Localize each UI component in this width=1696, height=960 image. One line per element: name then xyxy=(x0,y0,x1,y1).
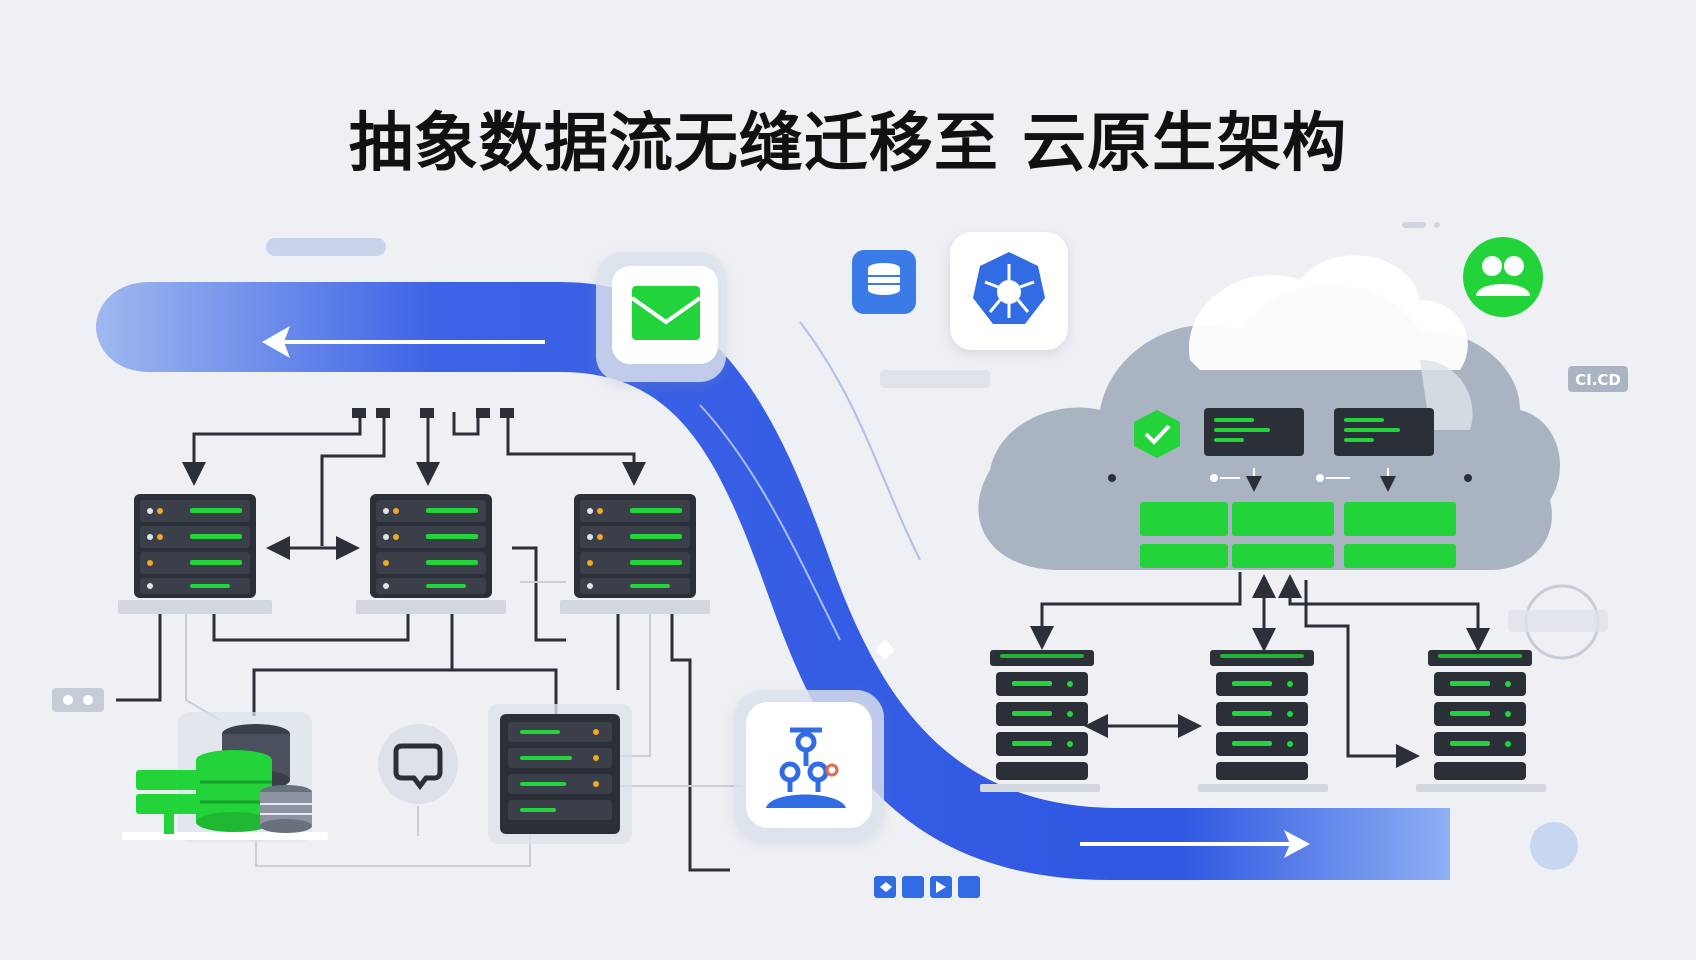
cicd-ring-decor xyxy=(1508,584,1608,660)
cloud-terminal-1 xyxy=(1204,408,1304,456)
database-cluster xyxy=(122,712,328,842)
mail-badge xyxy=(596,252,726,382)
cloud-green-cluster xyxy=(1140,502,1456,568)
top-ports xyxy=(352,408,514,418)
flow-arrow-left xyxy=(262,326,545,358)
network-node-badge xyxy=(734,690,884,840)
chat-badge xyxy=(378,724,458,836)
kubernetes-badge xyxy=(950,232,1068,350)
cloud-connectors xyxy=(1030,572,1490,768)
cloud-server-1 xyxy=(980,650,1100,792)
link-chip xyxy=(52,688,104,712)
legacy-server-3 xyxy=(560,494,710,614)
users-icon xyxy=(1476,256,1530,296)
database-badge xyxy=(852,250,916,314)
database-icon xyxy=(868,263,900,295)
database-green-large xyxy=(196,750,272,832)
decor-bar xyxy=(266,238,386,256)
page-title: 抽象数据流无缝迁移至 云原生架构 xyxy=(348,107,1348,181)
chat-icon xyxy=(393,743,443,791)
cloud-server-3 xyxy=(1416,650,1546,792)
database-green-small xyxy=(136,770,200,834)
media-controls xyxy=(874,876,980,898)
legacy-server-2 xyxy=(356,494,506,614)
flow-highlight xyxy=(799,321,921,561)
cloud-check-badge xyxy=(1134,410,1180,458)
data-flow-band xyxy=(96,282,1450,880)
cloud-server-2 xyxy=(1198,650,1328,792)
mail-icon xyxy=(630,286,702,340)
kubernetes-icon xyxy=(973,252,1045,324)
database-gray-small xyxy=(260,785,312,833)
legacy-server-stack xyxy=(488,704,632,844)
cloud-terminal-2 xyxy=(1334,408,1434,456)
cicd-badge-label: CI.CD xyxy=(1575,371,1621,389)
flow-arrow-right xyxy=(1080,830,1310,858)
decor-circle xyxy=(1530,822,1578,870)
users-badge xyxy=(1463,237,1543,317)
decor-bar xyxy=(880,370,990,388)
flow-marker xyxy=(875,640,895,660)
cloud-small-arrows xyxy=(1108,468,1472,492)
shield-check-icon xyxy=(1144,424,1171,445)
flow-highlight xyxy=(699,404,841,641)
legacy-connectors xyxy=(116,412,730,872)
legacy-server-1 xyxy=(118,494,272,614)
cicd-badge: CI.CD xyxy=(1568,366,1628,392)
network-node-icon xyxy=(779,727,829,792)
decor-dots xyxy=(1402,222,1440,228)
